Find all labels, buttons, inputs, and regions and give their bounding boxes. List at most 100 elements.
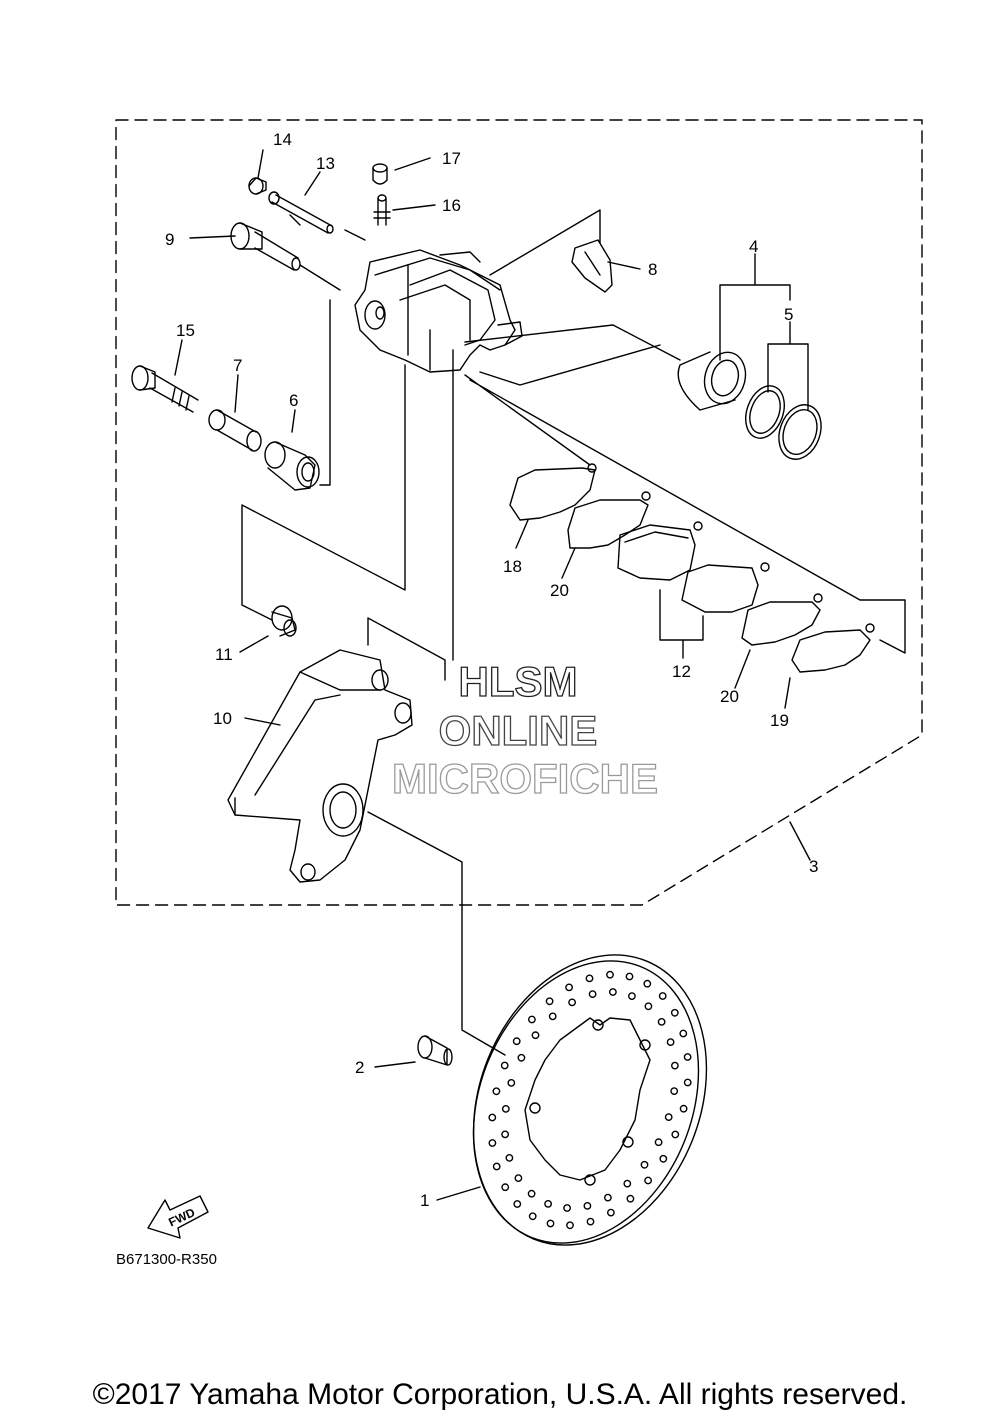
disc-drill-hole bbox=[659, 1154, 668, 1163]
disc-drill-hole bbox=[492, 1087, 501, 1096]
part-2-disc-bolt bbox=[417, 1035, 453, 1066]
disc-drill-hole bbox=[588, 990, 597, 998]
disc-drill-hole bbox=[546, 1219, 555, 1228]
disc-drill-hole bbox=[626, 1194, 635, 1203]
fwd-arrow-icon bbox=[147, 1195, 209, 1239]
disc-drill-hole bbox=[545, 997, 554, 1006]
watermark-line-2: ONLINE bbox=[439, 707, 598, 754]
disc-drill-hole bbox=[664, 1113, 673, 1122]
callout-13: 13 bbox=[316, 154, 335, 173]
disc-drill-hole bbox=[568, 998, 576, 1007]
disc-drill-hole bbox=[671, 1061, 679, 1070]
part-14-plug bbox=[248, 177, 267, 195]
caliper-body bbox=[354, 249, 523, 373]
callout-4: 4 bbox=[749, 237, 758, 256]
disc-drill-hole bbox=[501, 1130, 509, 1139]
disc-drill-hole bbox=[505, 1154, 514, 1162]
watermark-line-1: HLSM bbox=[459, 658, 578, 705]
disc-drill-hole bbox=[501, 1183, 510, 1192]
part-5-seals bbox=[745, 385, 822, 460]
disc-drill-hole bbox=[488, 1113, 497, 1122]
disc-drill-hole bbox=[528, 1212, 537, 1221]
disc-drill-hole bbox=[683, 1078, 692, 1087]
callout-9: 9 bbox=[165, 230, 174, 249]
disc-drill-hole bbox=[501, 1105, 510, 1113]
disc-drill-hole bbox=[492, 1162, 501, 1171]
disc-drill-hole bbox=[666, 1038, 675, 1047]
callout-12: 12 bbox=[672, 662, 691, 681]
callout-19: 19 bbox=[770, 711, 789, 730]
callout-18: 18 bbox=[503, 557, 522, 576]
disc-drill-hole bbox=[563, 1204, 571, 1212]
part-17-bleed-cap bbox=[372, 163, 388, 185]
disc-drill-hole bbox=[679, 1029, 688, 1038]
watermark: HLSM ONLINE MICROFICHE bbox=[391, 657, 658, 802]
disc-drill-hole bbox=[628, 992, 636, 1000]
callout-numbers: 1 2 3 4 5 6 7 8 9 10 11 12 13 14 15 16 1… bbox=[165, 130, 818, 1210]
callout-14: 14 bbox=[273, 130, 292, 149]
disc-drill-hole bbox=[643, 979, 652, 988]
reference-lines bbox=[241, 209, 906, 1056]
disc-drill-hole bbox=[507, 1079, 516, 1087]
caliper-assembly-outline bbox=[115, 119, 923, 906]
disc-drill-hole bbox=[531, 1031, 540, 1040]
callout-20-lower: 20 bbox=[720, 687, 739, 706]
callout-20-upper: 20 bbox=[550, 581, 569, 600]
disc-drill-hole bbox=[500, 1061, 509, 1070]
disc-drill-hole bbox=[670, 1087, 679, 1096]
part-8-pad-spring bbox=[571, 239, 613, 293]
part-18-shim bbox=[509, 463, 597, 521]
callout-7: 7 bbox=[233, 356, 242, 375]
disc-drill-hole bbox=[658, 992, 667, 1000]
part-19-shim bbox=[791, 623, 875, 673]
callout-15: 15 bbox=[176, 321, 195, 340]
diagram-code: B671300-R350 bbox=[116, 1251, 217, 1268]
disc-drill-hole bbox=[609, 988, 617, 996]
part-1-brake-disc bbox=[472, 954, 708, 1246]
disc-drill-hole bbox=[644, 1176, 652, 1185]
disc-drill-hole bbox=[583, 1202, 592, 1210]
callout-2: 2 bbox=[355, 1058, 364, 1077]
part-7-sleeve bbox=[208, 409, 262, 452]
disc-drill-hole bbox=[488, 1139, 497, 1147]
disc-drill-hole bbox=[512, 1037, 521, 1046]
callout-3: 3 bbox=[809, 857, 818, 876]
callout-17: 17 bbox=[442, 149, 461, 168]
callout-10: 10 bbox=[213, 709, 232, 728]
disc-drill-hole bbox=[544, 1200, 552, 1208]
disc-drill-hole bbox=[623, 1179, 632, 1188]
disc-drill-hole bbox=[644, 1002, 653, 1011]
disc-drill-hole bbox=[513, 1200, 522, 1208]
part-16-bleed-screw bbox=[373, 194, 391, 226]
disc-drill-hole bbox=[514, 1174, 523, 1183]
disc-drill-hole bbox=[671, 1130, 680, 1139]
part-15-bolt bbox=[131, 365, 199, 413]
part-13-pin bbox=[268, 191, 334, 234]
disc-drill-hole bbox=[670, 1008, 679, 1017]
callout-16: 16 bbox=[442, 196, 461, 215]
callout-6: 6 bbox=[289, 391, 298, 410]
disc-drill-hole bbox=[548, 1012, 557, 1021]
callout-8: 8 bbox=[648, 260, 657, 279]
part-6-boot bbox=[264, 441, 320, 491]
disc-drill-hole bbox=[657, 1018, 666, 1026]
disc-drill-hole bbox=[527, 1189, 536, 1198]
callout-leaders bbox=[174, 149, 811, 1201]
part-20-shim-upper bbox=[567, 491, 651, 549]
disc-drill-hole bbox=[607, 1208, 615, 1217]
disc-drill-hole bbox=[640, 1160, 649, 1169]
callout-11: 11 bbox=[215, 645, 233, 664]
part-10-caliper-bracket bbox=[227, 649, 413, 883]
disc-drill-hole bbox=[679, 1104, 688, 1113]
disc-drill-hole bbox=[586, 1217, 595, 1226]
disc-drill-hole bbox=[517, 1053, 526, 1062]
part-11-bushing bbox=[271, 605, 297, 637]
part-9-bolt bbox=[230, 222, 301, 271]
disc-drill-hole bbox=[654, 1138, 663, 1147]
disc-drill-holes bbox=[488, 970, 692, 1230]
callout-5: 5 bbox=[784, 305, 793, 324]
copyright-notice: ©2017 Yamaha Motor Corporation, U.S.A. A… bbox=[92, 1378, 908, 1411]
disc-drill-hole bbox=[604, 1193, 612, 1202]
disc-drill-hole bbox=[606, 970, 614, 979]
